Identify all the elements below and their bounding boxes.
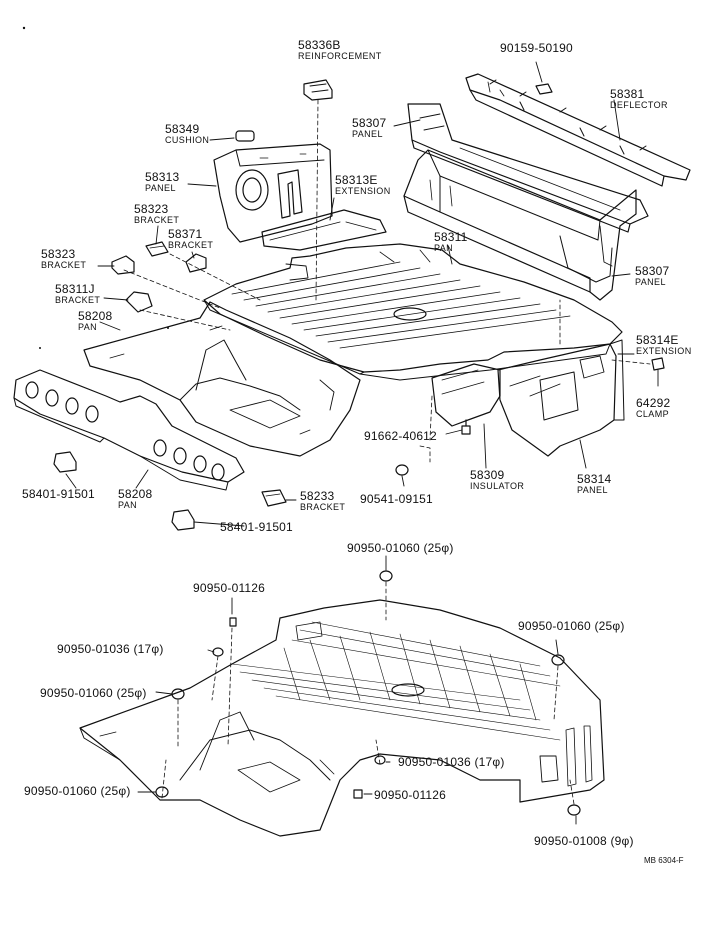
- label-plug-g7: 90950-01060 (25φ): [24, 784, 131, 798]
- label-58208-upper: 58208 PAN: [78, 309, 113, 332]
- label-plug-g9: 90950-01008 (9φ): [534, 834, 634, 848]
- label-58309: 58309 INSULATOR: [470, 468, 525, 491]
- label-58314: 58314 PANEL: [577, 472, 612, 495]
- plug-parts: [155, 570, 581, 816]
- label-58401-91501-left: 58401-91501: [22, 487, 95, 501]
- upper-panel-part: [407, 103, 649, 233]
- cushion-part: [235, 130, 255, 142]
- label-58401-91501-right: 58401-91501: [220, 520, 293, 534]
- bracket-58323-lower-part: [111, 255, 135, 275]
- reinforcement-part: [303, 79, 333, 101]
- label-plug-g5: 90950-01060 (25φ): [40, 686, 147, 700]
- label-58349: 58349 CUSHION: [165, 122, 210, 145]
- label-58313: 58313 PANEL: [145, 170, 180, 193]
- deflector-part: [465, 73, 691, 187]
- label-58307-upper: 58307 PANEL: [352, 116, 387, 139]
- panel-58313-part: [213, 143, 333, 243]
- label-58314e: 58314E EXTENSION: [636, 333, 692, 356]
- label-plug-g4: 90950-01036 (17φ): [57, 642, 164, 656]
- extension-58313e-part: [261, 209, 387, 251]
- label-58371: 58371 BRACKET: [168, 227, 214, 250]
- stopper-58401-left-part: [53, 451, 77, 473]
- panel-58314-part: [497, 339, 625, 457]
- label-58311: 58311 PAN: [434, 230, 468, 253]
- label-58381: 58381 DEFLECTOR: [610, 87, 668, 110]
- scan-specks: [22, 26, 169, 349]
- rear-panel-part: [403, 149, 637, 301]
- label-58311j: 58311J BRACKET: [55, 282, 101, 305]
- bracket-58311j-part: [125, 291, 153, 313]
- label-58323-lower: 58323 BRACKET: [41, 247, 87, 270]
- label-58233: 58233 BRACKET: [300, 489, 346, 512]
- label-64292: 64292 CLAMP: [636, 396, 671, 419]
- assembly-guide-lines: [123, 99, 651, 805]
- assembled-floor-pan: [79, 599, 605, 837]
- label-58323-upper: 58323 BRACKET: [134, 202, 180, 225]
- leader-lines: [65, 61, 659, 825]
- label-91662-40612: 91662-40612: [364, 429, 437, 443]
- bracket-58371-part: [185, 253, 207, 273]
- plug-90541-part: [395, 464, 409, 476]
- stopper-58401-right-part: [171, 509, 195, 531]
- label-plug-g6: 90950-01036 (17φ): [398, 755, 505, 769]
- label-58208-lower: 58208 PAN: [118, 487, 153, 510]
- bolt-91662-part: [461, 419, 471, 435]
- label-plug-g8: 90950-01126: [374, 788, 447, 802]
- label-58336b: 58336B REINFORCEMENT: [298, 38, 382, 61]
- bracket-58323-upper-part: [145, 241, 169, 257]
- pan-58208-front-part: [83, 301, 361, 457]
- screw-90159-part: [535, 83, 553, 95]
- label-90541-09151: 90541-09151: [360, 492, 433, 506]
- label-plug-g2: 90950-01126: [193, 581, 266, 595]
- clamp-64292-part: [651, 357, 665, 371]
- pan-58208-crossmember-part: [13, 369, 245, 491]
- figure-reference: MB 6304-F: [644, 856, 684, 865]
- label-58307-lower: 58307 PANEL: [635, 264, 670, 287]
- label-plug-g1: 90950-01060 (25φ): [347, 541, 454, 555]
- insulator-part: [431, 363, 501, 427]
- bracket-58233-part: [261, 489, 287, 507]
- label-58313e: 58313E EXTENSION: [335, 173, 391, 196]
- label-plug-g3: 90950-01060 (25φ): [518, 619, 625, 633]
- label-90159-50190: 90159-50190: [500, 41, 573, 55]
